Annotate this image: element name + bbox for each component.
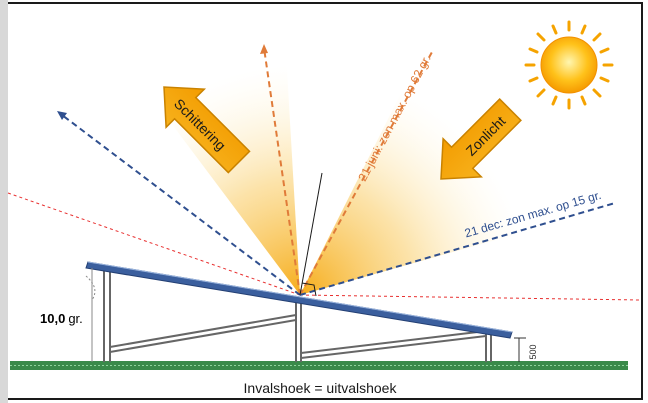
caption: Invalshoek = uitvalshoek — [244, 380, 398, 396]
solar-panel-highlight — [87, 261, 513, 333]
december-sun-ray — [299, 202, 616, 296]
tilt-arc — [85, 275, 96, 301]
right-angle-marker — [301, 282, 317, 297]
surface-normal-line — [299, 172, 323, 296]
dimension-label: 500 — [528, 344, 538, 359]
mounting-frame — [103, 268, 492, 362]
sun-icon — [524, 20, 614, 110]
june-sun-ray — [299, 51, 433, 296]
june-reflected-arrowhead — [260, 44, 268, 54]
june-reflected-ray — [263, 47, 301, 296]
horizon-reference-line — [299, 294, 641, 301]
arrow-down-left-icon — [440, 98, 522, 180]
left-edge-strip — [0, 0, 8, 403]
december-reflected-arrowhead — [57, 111, 67, 120]
arrow-up-left-icon — [163, 86, 251, 174]
